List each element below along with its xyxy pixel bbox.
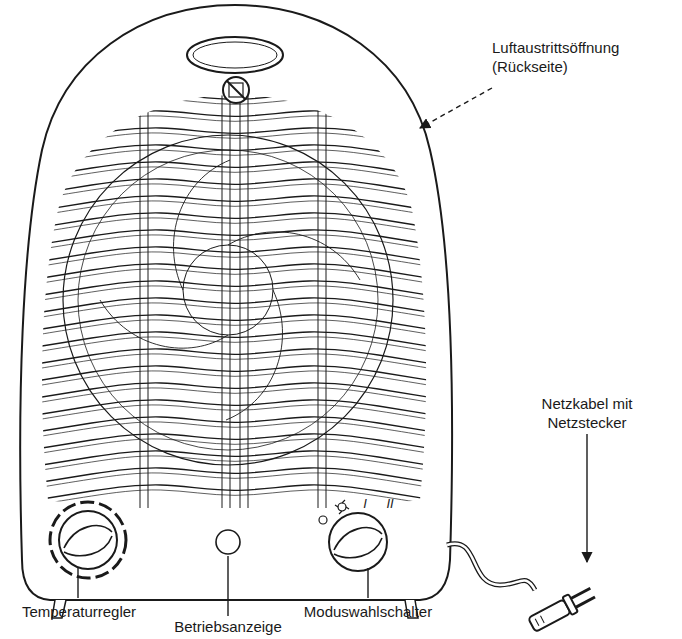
carry-handle (187, 37, 283, 73)
mode-knob (319, 500, 387, 571)
carry-handle (193, 42, 277, 68)
temperature-knob (50, 502, 126, 578)
part-label: Netzkabel mit Netzstecker (527, 394, 647, 432)
power-indicator (216, 530, 240, 554)
do-not-cover-symbol (223, 77, 249, 103)
part-label: Luftaustrittsöffnung (Rückseite) (492, 38, 662, 76)
heater-housing (20, 5, 452, 600)
switch-position: I (358, 497, 372, 511)
part-label: Moduswahlschalter (288, 602, 448, 621)
power-cord (447, 544, 597, 634)
leader-line (77, 568, 78, 598)
fan-symbol (335, 500, 349, 514)
switch-position: II (380, 497, 400, 511)
air-grille (30, 90, 440, 510)
part-label: Temperaturregler (4, 602, 154, 621)
leader-line (367, 568, 368, 598)
leader-line (227, 556, 228, 616)
part-label: Betriebsanzeige (148, 617, 308, 636)
leader-line (586, 434, 587, 562)
leader-line (420, 88, 492, 128)
